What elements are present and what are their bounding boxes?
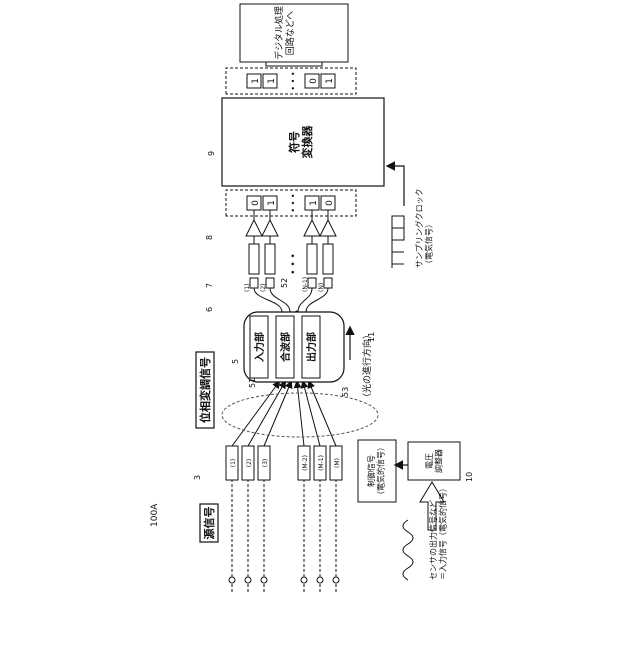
ref-input-unit: 51 (248, 378, 257, 388)
modulated-line (232, 382, 279, 446)
photodetector (250, 278, 258, 288)
output-waveguide (254, 288, 282, 312)
photodetector (308, 278, 316, 288)
modulated-line (297, 382, 304, 446)
ref-voltage-adjuster: 10 (465, 472, 474, 482)
phase-modulator-array: (1) (2) (3) (M-2) (M-1) (M) (226, 382, 342, 592)
source-signal-label: 源信号 (202, 507, 216, 540)
ref-modulators: 3 (193, 475, 202, 480)
digital-out-label: デジタル処理回路などへ (273, 6, 296, 60)
bit-ellipsis: • • • (289, 71, 298, 90)
photodetector (266, 278, 274, 288)
ref-output-line: 11 (367, 332, 376, 342)
bit-value: 1 (267, 78, 277, 84)
ellipsis-outputs: • • • (289, 253, 299, 275)
bit-ellipsis: • • • (289, 193, 298, 212)
modulator-index: (M) (334, 458, 341, 468)
photodetector (324, 278, 332, 288)
tia-amplifier (323, 244, 333, 274)
bit-value: 0 (325, 200, 335, 206)
comparator (262, 220, 278, 236)
tia-amplifier (307, 244, 317, 274)
input-unit-label: 入力部 (253, 332, 266, 362)
comparator (304, 220, 320, 236)
source-port (333, 577, 339, 583)
output-unit-label: 出力部 (305, 332, 318, 362)
phase-mod-signal-label: 位相変調信号 (198, 357, 212, 423)
ref-output-unit: 53 (341, 387, 350, 397)
ref-device: 5 (231, 359, 240, 364)
comparator (320, 220, 336, 236)
source-port (245, 577, 251, 583)
bits-after-converter: 1101• • • (247, 71, 335, 90)
modulated-lines-bundle (222, 393, 378, 437)
ref-comparator: 8 (205, 235, 214, 240)
sampling-clock-label: サンプリングクロック（電気信号） (414, 188, 434, 268)
ref-tia: 7 (205, 283, 214, 288)
source-port (301, 577, 307, 583)
modulator-index: (M-1) (318, 455, 325, 471)
bit-value: 1 (309, 200, 319, 206)
source-port (229, 577, 235, 583)
sampling-clock-waveform (392, 216, 404, 268)
bit-value: 1 (267, 200, 277, 206)
figure-ref: 100A (150, 503, 160, 527)
modulator-index: (1) (230, 459, 237, 468)
bits-before-converter: 0110• • • (247, 193, 335, 212)
detection-chain: (1)(2)(N-1)(N)• • • (244, 210, 336, 312)
tia-amplifier (265, 244, 275, 274)
modulator-index: (3) (262, 459, 269, 468)
ref-detector: 6 (205, 307, 214, 312)
bit-value: 0 (251, 200, 261, 206)
modulator-index: (2) (246, 459, 253, 468)
comparator (246, 220, 262, 236)
bit-value: 1 (251, 78, 261, 84)
bit-value: 1 (325, 78, 335, 84)
modulator-index: (M-2) (302, 455, 309, 471)
clock-to-converter-arrow (388, 166, 404, 206)
source-port (317, 577, 323, 583)
source-port (261, 577, 267, 583)
ref-combiner: 52 (280, 278, 289, 288)
output-waveguide (270, 288, 290, 312)
ref-converter: 9 (207, 151, 216, 156)
tia-amplifier (249, 244, 259, 274)
bit-value: 0 (309, 78, 319, 84)
sensor-waveform (403, 520, 413, 580)
wave-combiner-label: 合波部 (279, 332, 292, 363)
